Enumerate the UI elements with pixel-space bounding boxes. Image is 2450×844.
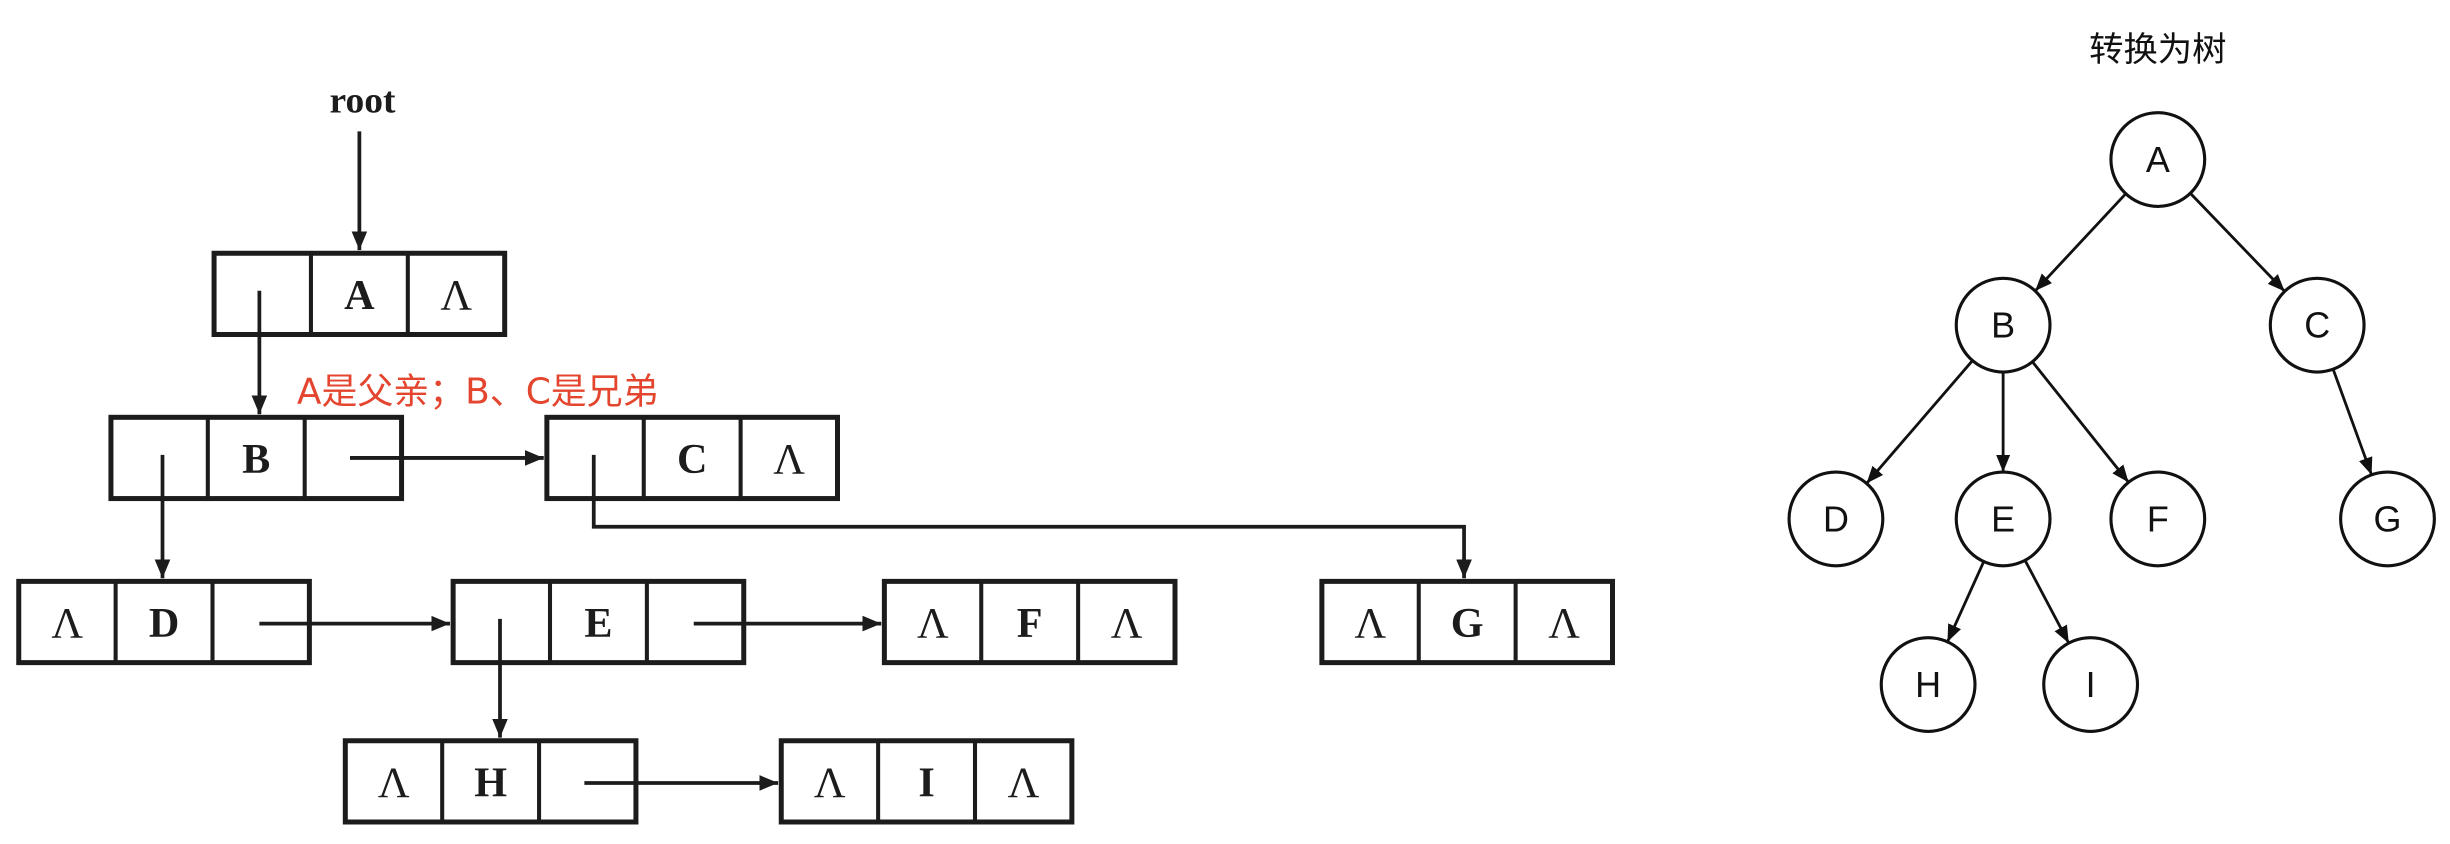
list-node-a: A Λ: [211, 250, 508, 337]
tree-edge-a-c: [2189, 192, 2286, 293]
tree-node-b: B: [1954, 276, 2052, 374]
list-node-g-data: G: [1451, 600, 1484, 647]
tree-edge-e-i: [2023, 559, 2070, 644]
list-node-f-sibling-null: Λ: [1111, 600, 1143, 648]
list-node-f-child-null: Λ: [917, 600, 949, 648]
list-node-c: C Λ: [544, 414, 840, 502]
tree-node-i: I: [2042, 636, 2140, 733]
pointer-c-first-child: [591, 454, 1472, 579]
list-node-e-data: E: [584, 600, 612, 647]
tree-edge-e-h: [1946, 560, 1986, 643]
list-node-h-data: H: [474, 759, 507, 806]
tree-diagram: 转换为树 A B C D E: [1787, 30, 2436, 733]
tree-node-a-label: A: [2146, 139, 2170, 180]
list-node-i-child-null: Λ: [814, 759, 846, 807]
tree-node-a: A: [2109, 111, 2207, 208]
list-node-f-data: F: [1017, 600, 1043, 647]
tree-node-e: E: [1954, 470, 2052, 568]
list-node-f: Λ F Λ: [881, 578, 1178, 666]
tree-node-g-label: G: [2374, 498, 2402, 539]
tree-node-i-label: I: [2086, 664, 2096, 705]
list-node-a-sibling-null: Λ: [440, 271, 472, 319]
list-node-c-data: C: [677, 436, 707, 483]
tree-node-c-label: C: [2304, 305, 2330, 346]
tree-node-d-label: D: [1823, 498, 1849, 539]
tree-node-e-label: E: [1991, 498, 2015, 539]
list-node-i: Λ I Λ: [778, 738, 1075, 825]
tree-node-h: H: [1879, 636, 1977, 733]
tree-title: 转换为树: [2089, 30, 2226, 70]
linked-list-diagram: root A Λ A是父亲；B、C是兄弟 B C Λ: [16, 81, 1615, 825]
list-node-d-child-null: Λ: [51, 600, 83, 648]
tree-node-c: C: [2268, 276, 2366, 374]
list-node-a-data: A: [344, 272, 375, 319]
list-node-d-data: D: [149, 600, 179, 647]
list-node-g-sibling-null: Λ: [1548, 600, 1580, 648]
tree-edge-b-f: [2031, 360, 2130, 484]
tree-edge-c-g: [2331, 368, 2373, 476]
list-node-c-sibling-null: Λ: [773, 435, 805, 483]
list-node-h: Λ H: [342, 738, 639, 825]
tree-edge-a-b: [2034, 192, 2127, 292]
tree-node-b-label: B: [1991, 305, 2015, 346]
tree-node-d: D: [1787, 470, 1885, 568]
list-node-h-child-null: Λ: [378, 759, 410, 807]
relationship-annotation: A是父亲；B、C是兄弟: [297, 371, 659, 412]
tree-node-f-label: F: [2147, 498, 2169, 539]
list-node-b-data: B: [242, 436, 270, 483]
tree-node-f: F: [2109, 470, 2207, 568]
list-node-g-child-null: Λ: [1354, 600, 1386, 648]
list-node-g: Λ G Λ: [1319, 578, 1615, 666]
root-label: root: [330, 81, 396, 122]
list-node-b: B: [108, 414, 405, 502]
list-node-i-sibling-null: Λ: [1008, 759, 1040, 807]
tree-edge-b-d: [1865, 359, 1974, 485]
tree-node-g: G: [2339, 470, 2436, 568]
tree-node-h-label: H: [1915, 664, 1941, 705]
list-node-i-data: I: [918, 759, 934, 806]
